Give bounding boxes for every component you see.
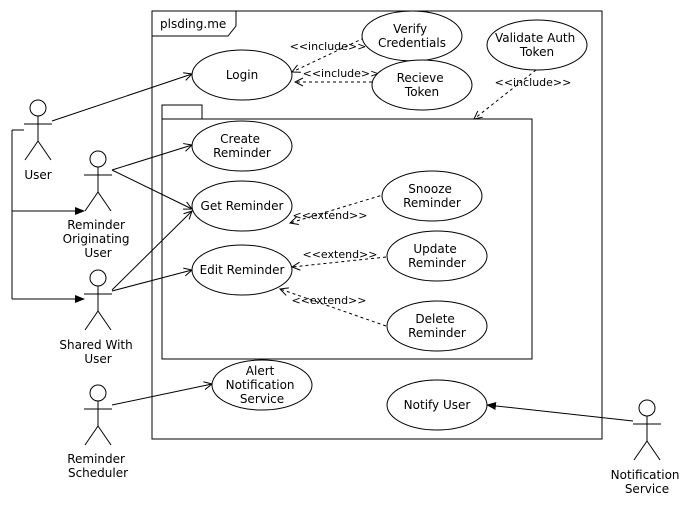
- include-label-receive: <<include>>: [303, 67, 380, 80]
- include-label-validate: <<include>>: [495, 76, 572, 89]
- use-case-validate-auth-token[interactable]: Validate Auth Token: [486, 19, 588, 71]
- use-case-get-reminder[interactable]: Get Reminder: [191, 180, 293, 232]
- extend-label-snooze: <<extend>>: [293, 209, 368, 222]
- actor-shared-label: Shared With User: [59, 338, 136, 366]
- shared-to-get-link: [111, 211, 192, 291]
- actor-originator-label: Reminder Originating User: [63, 218, 134, 260]
- scheduler-to-alert-link: [111, 384, 212, 406]
- svg-text:Update Reminder: Update Reminder: [408, 242, 466, 270]
- svg-text:Login: Login: [226, 68, 258, 82]
- generalization-links: [11, 129, 85, 303]
- delete-extend-link: [280, 289, 387, 327]
- system-boundary: plsding.me: [151, 10, 603, 440]
- use-case-alert-notification-service[interactable]: Alert Notification Service: [211, 359, 313, 411]
- svg-text:Verify Credentials: Verify Credentials: [378, 22, 446, 50]
- svg-text:Validate Auth Token: Validate Auth Token: [495, 31, 579, 59]
- reminder-package: [161, 104, 533, 360]
- svg-text:Notify User: Notify User: [404, 398, 471, 412]
- dependencies: [280, 37, 537, 327]
- snooze-extend-link: [290, 193, 387, 223]
- use-case-update-reminder[interactable]: Update Reminder: [386, 230, 488, 282]
- verify-include-link: [292, 37, 365, 72]
- update-extend-link: [292, 256, 387, 267]
- actor-notification-service[interactable]: [633, 399, 661, 461]
- actor-notification-label: Notification Service: [611, 468, 684, 496]
- extend-label-delete: <<extend>>: [292, 294, 367, 307]
- validate-include-link: [474, 69, 537, 119]
- originator-to-get-link: [111, 169, 192, 209]
- extend-label-update: <<extend>>: [303, 248, 378, 261]
- actor-shared-with-user[interactable]: [84, 269, 112, 331]
- associations: [51, 74, 634, 422]
- use-case-notify-user[interactable]: Notify User: [386, 379, 488, 431]
- svg-text:Get Reminder: Get Reminder: [201, 199, 284, 213]
- shared-to-edit-link: [111, 270, 192, 292]
- svg-text:Delete Reminder: Delete Reminder: [408, 312, 466, 340]
- use-case-receive-token[interactable]: Recieve Token: [371, 59, 473, 111]
- use-case-edit-reminder[interactable]: Edit Reminder: [191, 244, 293, 296]
- system-title: plsding.me: [160, 17, 226, 31]
- svg-text:Create Reminder: Create Reminder: [213, 132, 271, 160]
- use-case-snooze-reminder[interactable]: Snooze Reminder: [381, 170, 483, 222]
- svg-text:Edit Reminder: Edit Reminder: [200, 263, 285, 277]
- use-case-login[interactable]: Login: [191, 49, 293, 101]
- actor-reminder-scheduler[interactable]: [84, 384, 112, 446]
- use-case-verify-credentials[interactable]: Verify Credentials: [361, 10, 463, 62]
- actor-scheduler-label: Reminder Scheduler: [67, 452, 129, 480]
- include-label-verify: <<include>>: [290, 40, 367, 53]
- actor-user-label: User: [24, 168, 51, 182]
- originator-to-create-link: [111, 145, 192, 171]
- svg-text:Snooze Reminder: Snooze Reminder: [403, 182, 461, 210]
- user-to-login-link: [51, 74, 192, 122]
- svg-text:Recieve Token: Recieve Token: [397, 71, 448, 99]
- svg-text:Alert Notification: Alert Notification Service: [226, 364, 299, 406]
- use-case-delete-reminder[interactable]: Delete Reminder: [386, 300, 488, 352]
- actor-user[interactable]: [24, 99, 52, 161]
- actor-reminder-originating-user[interactable]: [84, 150, 112, 212]
- notification-to-notify-link: [486, 402, 634, 422]
- use-case-create-reminder[interactable]: Create Reminder: [191, 120, 293, 172]
